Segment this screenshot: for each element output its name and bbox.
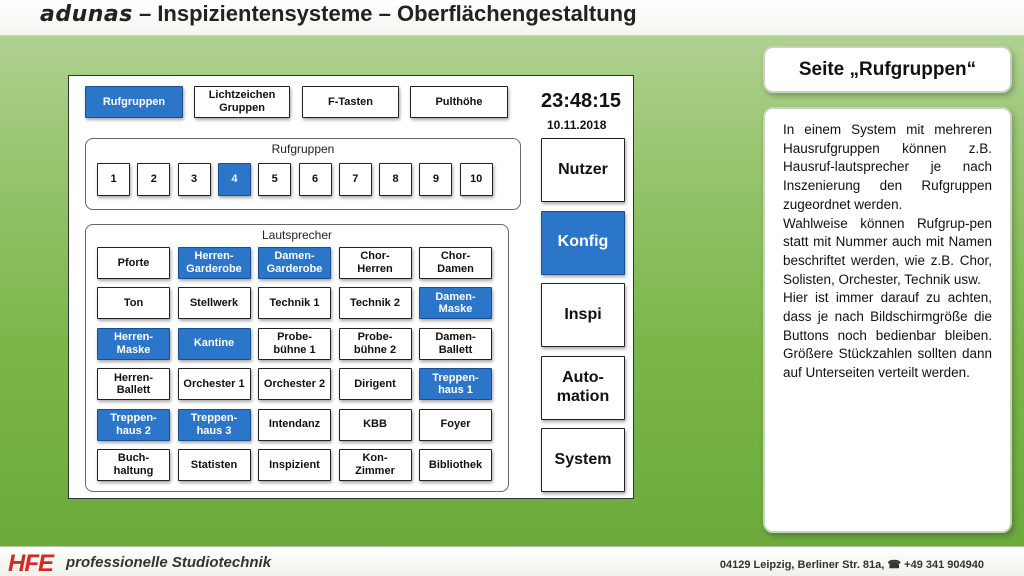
speaker-damen-garderobe-button[interactable]: Damen- Garderobe <box>258 247 331 279</box>
panel-title: Seite „Rufgruppen“ <box>763 46 1012 93</box>
speaker-pforte-button[interactable]: Pforte <box>97 247 170 279</box>
speaker-orchester-1-button[interactable]: Orchester 1 <box>177 368 251 401</box>
footer-tagline: professionelle Studiotechnik <box>66 554 272 571</box>
speaker-chor-damen-button[interactable]: Chor- Damen <box>419 247 492 279</box>
tab-f-tasten-button[interactable]: F-Tasten <box>302 86 399 118</box>
speaker-probe-bühne-2-button[interactable]: Probe- bühne 2 <box>338 327 412 360</box>
rufgruppe-8-button[interactable]: 8 <box>379 163 413 196</box>
nav-konfig-button[interactable]: Konfig <box>541 210 625 275</box>
speaker-intendanz-button[interactable]: Intendanz <box>258 408 331 441</box>
speaker-kantine-button[interactable]: Kantine <box>177 327 251 360</box>
speaker-kbb-button[interactable]: KBB <box>338 408 412 441</box>
speaker-statisten-button[interactable]: Statisten <box>177 449 251 481</box>
rufgruppe-3-button[interactable]: 3 <box>177 163 211 196</box>
rufgruppe-4-button[interactable]: 4 <box>217 163 251 196</box>
speaker-inspizient-button[interactable]: Inspizient <box>258 449 331 481</box>
nav-system-button[interactable]: System <box>541 428 625 493</box>
speaker-foyer-button[interactable]: Foyer <box>419 408 492 441</box>
page-title: adunas – Inspizientensysteme – Oberfläch… <box>40 1 637 27</box>
description-paragraph-2: Wahlweise können Rufgrup-pen statt mit N… <box>783 215 992 287</box>
date: 10.11.2018 <box>547 118 607 132</box>
nav-auto-mation-button[interactable]: Auto- mation <box>541 355 625 420</box>
description-paragraph-1: In einem System mit mehreren Hausrufgrup… <box>783 122 992 212</box>
rufgruppe-10-button[interactable]: 10 <box>459 163 493 196</box>
speaker-bibliothek-button[interactable]: Bibliothek <box>419 449 492 481</box>
clock: 23:48:15 <box>541 90 622 112</box>
speaker-treppen-haus-3-button[interactable]: Treppen- haus 3 <box>177 408 251 441</box>
rufgruppe-1-button[interactable]: 1 <box>97 163 130 196</box>
tab-rufgruppen-button[interactable]: Rufgruppen <box>85 86 183 118</box>
speaker-kon-zimmer-button[interactable]: Kon- Zimmer <box>338 449 412 481</box>
speaker-orchester-2-button[interactable]: Orchester 2 <box>258 368 331 401</box>
rufgruppe-7-button[interactable]: 7 <box>338 163 372 196</box>
brand-name: adunas <box>40 2 133 27</box>
rufgruppe-6-button[interactable]: 6 <box>298 163 332 196</box>
speaker-chor-herren-button[interactable]: Chor- Herren <box>338 247 412 279</box>
description-panel: In einem System mit mehreren Hausrufgrup… <box>763 107 1012 533</box>
nav-nutzer-button[interactable]: Nutzer <box>541 138 625 202</box>
hfe-logo: HFE <box>8 550 54 576</box>
speaker-herren-garderobe-button[interactable]: Herren- Garderobe <box>177 247 251 279</box>
rufgruppe-5-button[interactable]: 5 <box>258 163 292 196</box>
description-paragraph-3: Hier ist immer darauf zu achten, dass je… <box>783 290 992 381</box>
footer-address: 04129 Leipzig, Berliner Str. 81a, ☎ +49 … <box>719 559 984 571</box>
speaker-stellwerk-button[interactable]: Stellwerk <box>177 287 251 320</box>
title-text: – Inspizientensysteme – Oberflächengesta… <box>132 1 637 26</box>
rufgruppe-9-button[interactable]: 9 <box>419 163 453 196</box>
rufgruppen-group-title: Rufgruppen <box>271 142 335 156</box>
footer-bar: HFE professionelle Studiotechnik 04129 L… <box>0 546 1024 576</box>
speaker-ton-button[interactable]: Ton <box>97 287 170 320</box>
lautsprecher-group-title: Lautsprecher <box>261 228 333 242</box>
speaker-damen-maske-button[interactable]: Damen- Maske <box>419 287 492 320</box>
speaker-buch-haltung-button[interactable]: Buch- haltung <box>97 449 170 481</box>
nav-inspi-button[interactable]: Inspi <box>541 283 625 348</box>
speaker-probe-bühne-1-button[interactable]: Probe- bühne 1 <box>258 327 331 360</box>
rufgruppe-2-button[interactable]: 2 <box>137 163 171 196</box>
speaker-dirigent-button[interactable]: Dirigent <box>338 368 412 401</box>
speaker-herren-maske-button[interactable]: Herren- Maske <box>97 327 170 360</box>
speaker-treppen-haus-1-button[interactable]: Treppen- haus 1 <box>419 368 492 401</box>
tab-pulthöhe-button[interactable]: Pulthöhe <box>410 86 508 118</box>
header-bar: adunas – Inspizientensysteme – Oberfläch… <box>0 0 1024 36</box>
tab-lichtzeichen-gruppen-button[interactable]: Lichtzeichen Gruppen <box>194 86 290 118</box>
speaker-herren-ballett-button[interactable]: Herren- Ballett <box>97 368 170 401</box>
speaker-treppen-haus-2-button[interactable]: Treppen- haus 2 <box>97 408 170 441</box>
touch-screen-mockup: Rufgruppen Lichtzeichen Gruppen F-Tasten Pu… <box>68 75 634 499</box>
speaker-technik-2-button[interactable]: Technik 2 <box>338 287 412 320</box>
speaker-technik-1-button[interactable]: Technik 1 <box>258 287 331 320</box>
speaker-damen-ballett-button[interactable]: Damen- Ballett <box>419 327 492 360</box>
